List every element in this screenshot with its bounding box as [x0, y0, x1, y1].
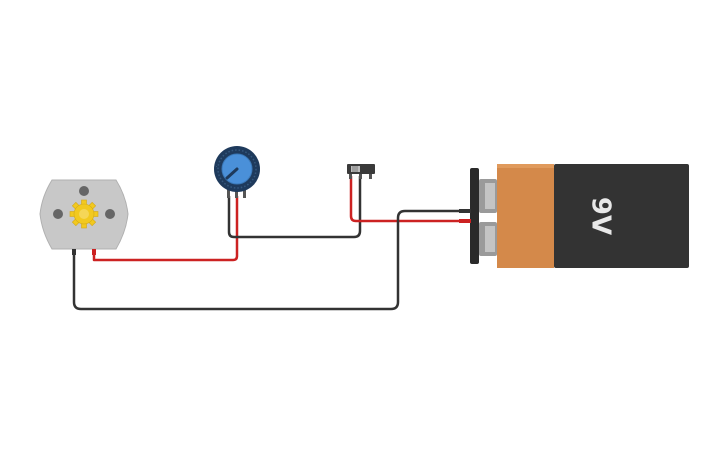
switch-leg-middle: [359, 173, 362, 179]
motor-hole-right: [105, 209, 115, 219]
battery-9v[interactable]: 9V: [459, 164, 689, 268]
motor-gear-icon: [69, 199, 99, 229]
pot-knob-ring: [217, 149, 257, 189]
pot-scale-mark: ·: [216, 164, 217, 169]
wire-red-switch-to-battery[interactable]: [349, 176, 463, 223]
battery-label: 9V: [586, 197, 616, 235]
battery-snap-connector: [470, 168, 479, 264]
potentiometer[interactable]: ·: [214, 146, 260, 198]
battery-band: [497, 164, 554, 268]
wires: [72, 176, 463, 311]
battery-9v-icon: [554, 164, 689, 268]
pot-leg-middle: [235, 188, 238, 198]
wire-black-motor-to-battery[interactable]: [72, 209, 463, 311]
pot-knob-indicator: [225, 167, 239, 180]
switch-slider[interactable]: [351, 166, 360, 172]
switch-leg-right: [369, 173, 372, 179]
motor-hole-top: [79, 186, 89, 196]
pot-leg-right: [243, 186, 246, 198]
slide-switch[interactable]: [347, 164, 375, 179]
pot-leg-left: [227, 186, 230, 198]
switch-leg-left: [349, 173, 352, 179]
motor-terminal-negative[interactable]: [72, 249, 76, 255]
dc-motor[interactable]: [39, 179, 129, 255]
motor-terminal-positive[interactable]: [92, 249, 96, 255]
wire-red-motor-to-pot[interactable]: [92, 196, 239, 262]
motor-hole-left: [53, 209, 63, 219]
wire-black-pot-to-switch[interactable]: [227, 176, 362, 239]
